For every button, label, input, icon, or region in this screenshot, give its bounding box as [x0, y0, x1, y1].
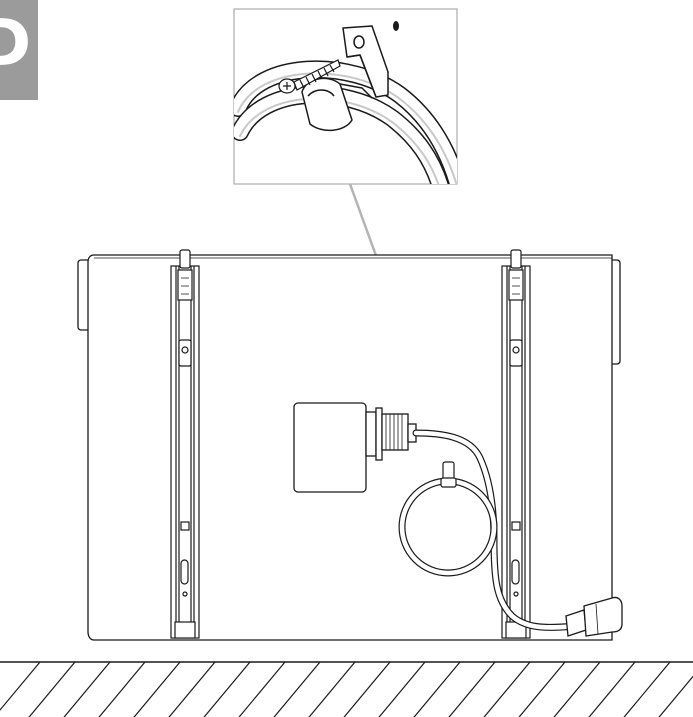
wall-hole	[393, 21, 399, 31]
mounting-rail-right	[501, 249, 531, 639]
floor	[0, 661, 693, 717]
cable-clip-mounted	[440, 461, 457, 488]
step-letter: D	[0, 7, 32, 81]
plug-icon	[565, 596, 623, 637]
control-box	[293, 402, 417, 493]
mounting-rail-left	[170, 249, 200, 639]
screw-icon	[278, 59, 341, 94]
step-badge: D	[0, 0, 38, 100]
detail-inset	[233, 8, 458, 185]
floor-hatching	[0, 662, 693, 717]
detail-hose	[234, 60, 457, 184]
